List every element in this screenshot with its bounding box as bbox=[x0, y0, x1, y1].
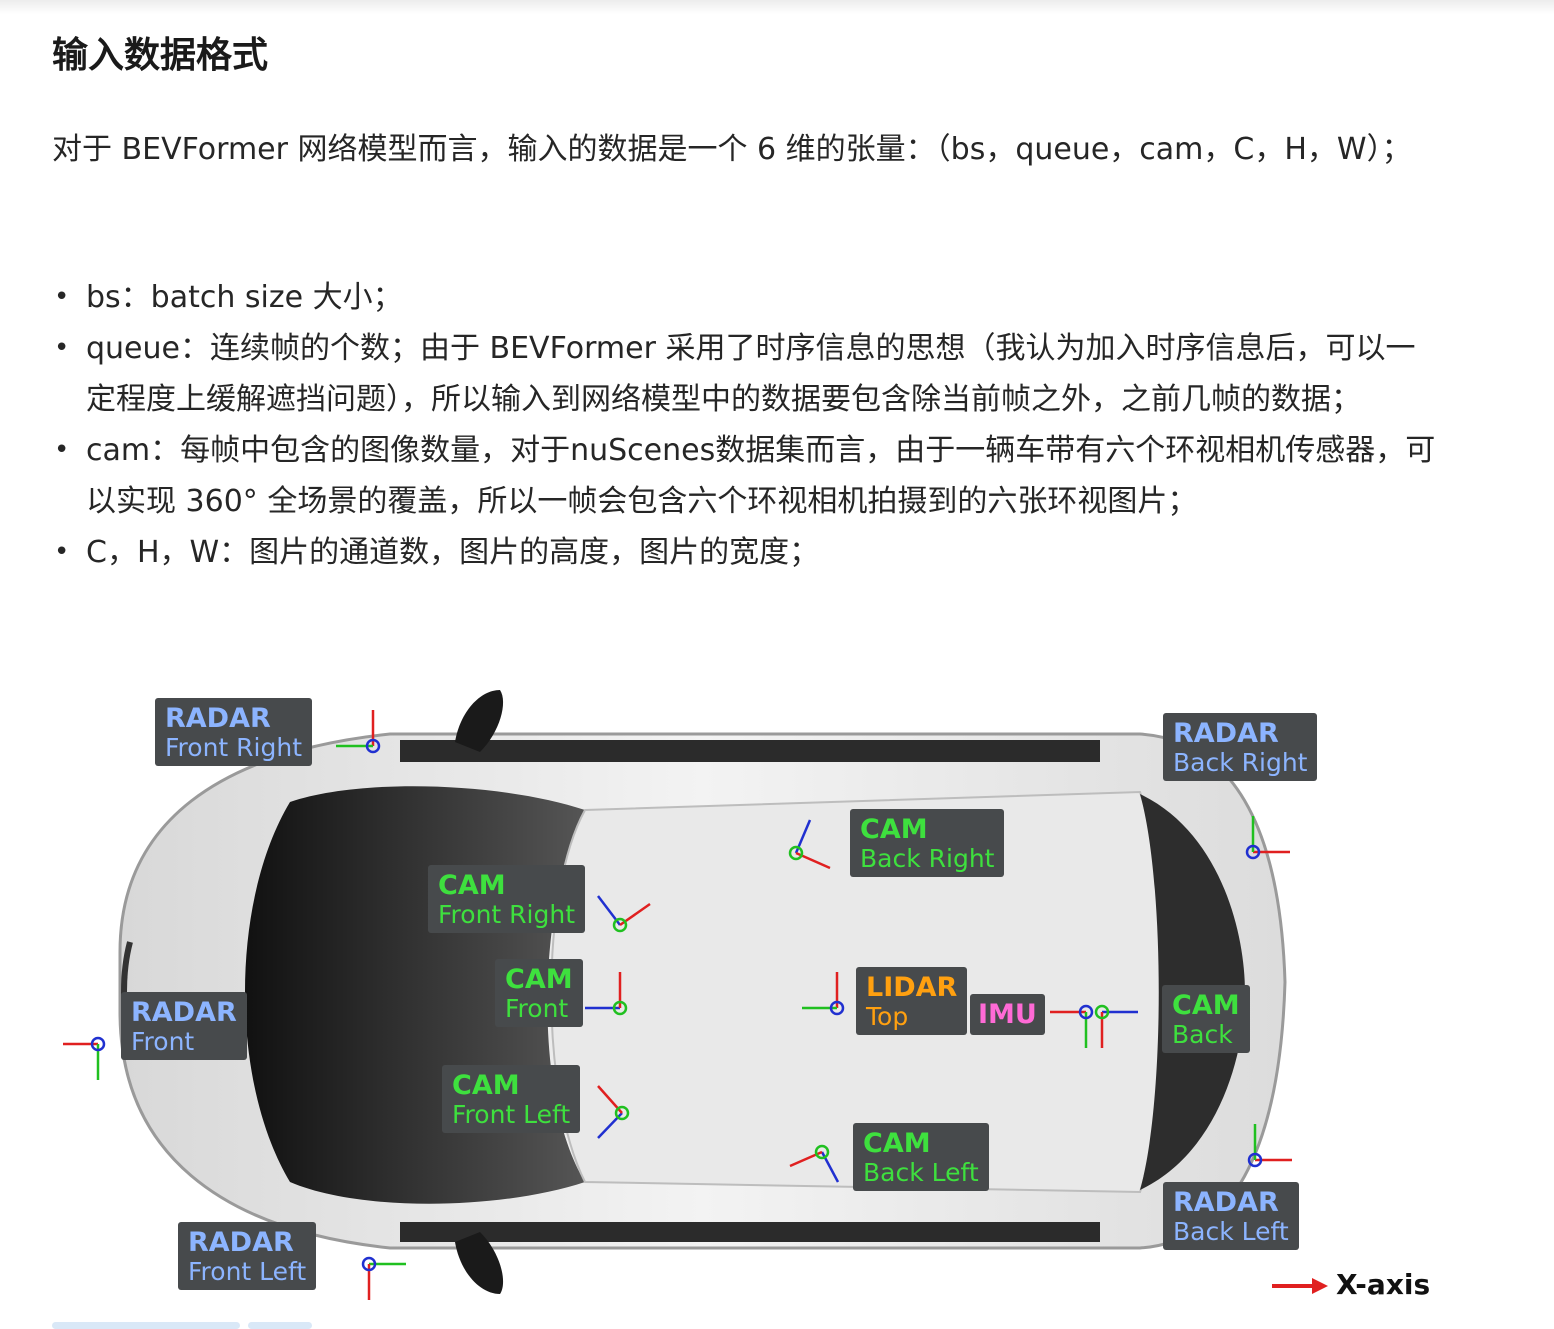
top-shadow-bar bbox=[0, 0, 1554, 14]
radar-back-right-label: RADAR Back Right bbox=[1163, 713, 1318, 781]
radar-front-left-title: RADAR bbox=[188, 1227, 294, 1258]
lidar-top-label: LIDAR Top bbox=[856, 967, 968, 1035]
cam-back-left-subtitle: Back Left bbox=[863, 1158, 979, 1187]
x-axis-label: X-axis bbox=[1336, 1268, 1431, 1301]
tag-chip[interactable] bbox=[248, 1322, 312, 1329]
cam-front-label: CAM Front bbox=[495, 959, 583, 1027]
radar-front-label: RADAR Front bbox=[121, 992, 247, 1060]
radar-front-title: RADAR bbox=[131, 997, 237, 1028]
intro-paragraph: 对于 BEVFormer 网络模型而言，输入的数据是一个 6 维的张量：（bs，… bbox=[52, 132, 1412, 167]
cam-back-right-label: CAM Back Right bbox=[850, 809, 1005, 877]
list-item-bs: bs：batch size 大小； bbox=[52, 272, 1442, 323]
radar-front-left-label: RADAR Front Left bbox=[178, 1222, 317, 1290]
cam-front-right-label: CAM Front Right bbox=[428, 865, 586, 933]
radar-front-right-label: RADAR Front Right bbox=[155, 698, 313, 766]
x-axis-arrow-icon bbox=[1272, 1278, 1328, 1294]
lidar-top-subtitle: Top bbox=[866, 1002, 909, 1031]
tag-strip bbox=[52, 1322, 312, 1329]
cam-back-left-label: CAM Back Left bbox=[853, 1123, 989, 1191]
list-item-cam: cam：每帧中包含的图像数量，对于nuScenes数据集而言，由于一辆车带有六个… bbox=[52, 425, 1442, 527]
cam-back-label: CAM Back bbox=[1162, 985, 1250, 1053]
list-item-queue: queue：连续帧的个数；由于 BEVFormer 采用了时序信息的思想（我认为… bbox=[52, 323, 1442, 425]
cam-back-subtitle: Back bbox=[1172, 1020, 1233, 1049]
tag-chip[interactable] bbox=[52, 1322, 240, 1329]
cam-front-left-label: CAM Front Left bbox=[442, 1065, 581, 1133]
sensor-layout-figure: RADAR Front Right RADAR Back Right RADAR… bbox=[60, 682, 1440, 1304]
bullet-list: bs：batch size 大小； queue：连续帧的个数；由于 BEVFor… bbox=[52, 272, 1442, 578]
radar-front-right-title: RADAR bbox=[165, 703, 271, 734]
cam-front-right-title: CAM bbox=[438, 870, 506, 901]
radar-back-left-subtitle: Back Left bbox=[1173, 1217, 1289, 1246]
radar-front-subtitle: Front bbox=[131, 1027, 195, 1056]
lidar-top-title: LIDAR bbox=[866, 972, 958, 1003]
radar-back-left-label: RADAR Back Left bbox=[1163, 1182, 1299, 1250]
cam-front-left-subtitle: Front Left bbox=[452, 1100, 571, 1129]
list-item-chw: C，H，W：图片的通道数，图片的高度，图片的宽度； bbox=[52, 527, 1442, 578]
cam-front-left-title: CAM bbox=[452, 1070, 520, 1101]
radar-back-right-subtitle: Back Right bbox=[1173, 748, 1308, 777]
cam-back-left-title: CAM bbox=[863, 1128, 931, 1159]
radar-back-left-title: RADAR bbox=[1173, 1187, 1279, 1218]
radar-front-left-subtitle: Front Left bbox=[188, 1257, 307, 1286]
cam-front-subtitle: Front bbox=[505, 994, 569, 1023]
imu-title: IMU bbox=[978, 999, 1037, 1030]
section-heading: 输入数据格式 bbox=[52, 35, 269, 76]
imu-label: IMU bbox=[970, 994, 1045, 1035]
cam-back-right-title: CAM bbox=[860, 814, 928, 845]
cam-front-right-subtitle: Front Right bbox=[438, 900, 576, 929]
radar-front-right-subtitle: Front Right bbox=[165, 733, 303, 762]
cam-back-right-subtitle: Back Right bbox=[860, 844, 995, 873]
cam-front-title: CAM bbox=[505, 964, 573, 995]
radar-back-right-title: RADAR bbox=[1173, 718, 1279, 749]
cam-back-title: CAM bbox=[1172, 990, 1240, 1021]
